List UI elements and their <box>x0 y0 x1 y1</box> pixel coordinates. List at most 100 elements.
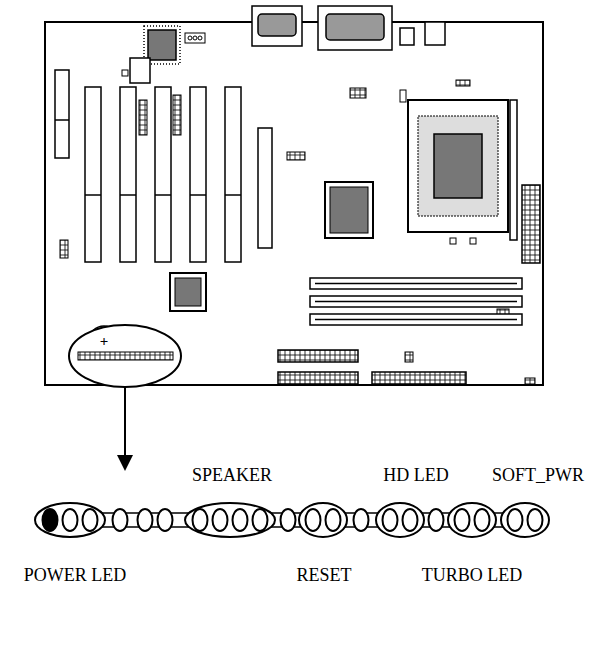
cpu-socket <box>434 134 482 198</box>
jumper <box>122 70 128 76</box>
header-pin <box>475 509 490 531</box>
cpu-socket <box>510 100 517 240</box>
cpu-socket <box>450 238 456 244</box>
header-pin <box>83 509 98 531</box>
io-port <box>318 6 392 50</box>
header-pin <box>383 509 398 531</box>
header-pin <box>306 509 321 531</box>
panel-header-callout <box>69 325 181 387</box>
cpu-socket <box>408 100 508 232</box>
drive-connector <box>278 350 358 362</box>
jumper <box>350 88 366 98</box>
expansion-slot <box>190 87 206 262</box>
fan-header <box>198 36 202 40</box>
drive-connector <box>278 372 358 384</box>
header-pin <box>43 509 58 531</box>
fan-header <box>185 33 205 43</box>
connector-label: TURBO LED <box>422 565 523 585</box>
panel-header-callout <box>124 388 126 456</box>
header-pin <box>113 509 128 531</box>
header-pin <box>299 503 347 537</box>
jumper <box>173 95 181 135</box>
io-port <box>258 14 296 36</box>
header-pin <box>35 503 549 537</box>
jumper <box>456 80 470 86</box>
expansion-slot <box>225 194 241 196</box>
header-pin <box>429 509 444 531</box>
io-port <box>400 28 414 45</box>
jumper <box>525 378 535 384</box>
memory-slot <box>315 283 517 285</box>
io-port <box>252 6 302 46</box>
jumper <box>60 240 68 258</box>
connector-label: SOFT_PWR <box>492 465 584 485</box>
jumper <box>400 90 406 102</box>
header-pin <box>63 509 78 531</box>
jumper <box>287 152 305 160</box>
header-pin <box>138 509 153 531</box>
chip <box>330 187 368 233</box>
io-port <box>425 22 445 45</box>
expansion-slot <box>55 70 69 158</box>
drive-connector <box>372 372 466 384</box>
header-pin <box>403 509 418 531</box>
connector-label: RESET <box>296 565 351 585</box>
expansion-slot <box>85 194 101 196</box>
header-pin <box>158 509 173 531</box>
memory-slot <box>315 319 517 321</box>
expansion-slot <box>225 87 241 262</box>
expansion-slot <box>258 128 272 248</box>
header-pin <box>193 509 208 531</box>
drive-connector <box>278 350 466 384</box>
chip <box>325 182 373 238</box>
memory-slot <box>310 296 522 307</box>
memory-slot <box>315 301 517 303</box>
expansion-slot <box>190 194 206 196</box>
chip <box>130 26 373 311</box>
expansion-slot <box>120 194 136 196</box>
fan-header <box>185 33 205 43</box>
expansion-slot <box>55 119 69 121</box>
panel-header-callout <box>69 325 181 471</box>
polarity-mark: + <box>100 333 109 349</box>
io-port <box>326 14 384 40</box>
header-pin <box>326 509 341 531</box>
chip <box>148 30 176 60</box>
panel-header-callout <box>117 455 133 471</box>
power-connector <box>522 185 540 263</box>
memory-slot <box>310 278 522 289</box>
header-pin <box>501 503 549 537</box>
memory-slot <box>310 314 522 325</box>
cpu-socket <box>470 238 476 244</box>
connector-label: POWER LED <box>24 565 127 585</box>
expansion-slot <box>85 87 101 262</box>
connector-label: SPEAKER <box>192 465 272 485</box>
header-pin <box>354 509 369 531</box>
expansion-slot <box>155 87 171 262</box>
expansion-slot <box>155 194 171 196</box>
cpu-socket <box>418 116 498 216</box>
chip <box>175 278 201 306</box>
header-pin <box>528 509 543 531</box>
header-pin <box>508 509 523 531</box>
memory-slot <box>310 278 522 325</box>
cpu-socket <box>408 100 517 244</box>
header-pin <box>213 509 228 531</box>
fan-header <box>193 36 197 40</box>
jumper <box>405 352 413 362</box>
header-pin <box>253 509 268 531</box>
fan-header <box>188 36 192 40</box>
power-connector <box>522 185 540 263</box>
chip <box>170 273 206 311</box>
jumper <box>139 100 147 135</box>
header-pin <box>185 503 275 537</box>
header-pin <box>448 503 496 537</box>
expansion-slot <box>55 70 272 262</box>
connector-label: HD LED <box>383 465 449 485</box>
header-pin <box>35 503 105 537</box>
header-pin <box>233 509 248 531</box>
header-pin <box>376 503 424 537</box>
header-pin <box>281 509 296 531</box>
